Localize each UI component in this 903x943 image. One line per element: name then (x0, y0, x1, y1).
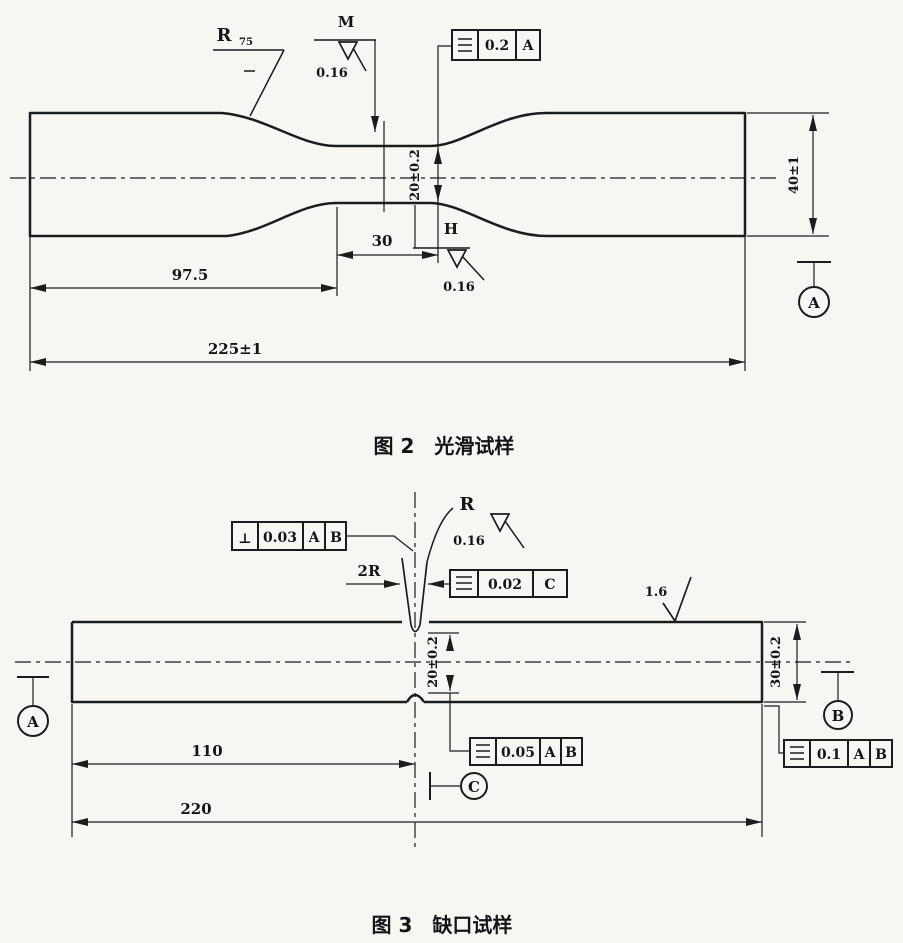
datum-circle (17, 705, 49, 737)
datum-letter: A (26, 713, 39, 731)
surface-finish-triangle-icon (489, 513, 511, 533)
triple-bar-symbol-icon (458, 38, 472, 52)
surface-finish-tail (352, 47, 367, 72)
fcf-datum-2: B (330, 530, 342, 546)
end-diameter-dim: 30±0.2 (769, 636, 784, 688)
gauge-length-dim: 30 (372, 232, 393, 250)
radius-subscript: 75 (239, 37, 253, 48)
figure3-caption: 图 3 缺口试样 (372, 913, 513, 937)
surface-finish-triangle-icon (446, 249, 468, 269)
fcf-frame (783, 739, 893, 768)
fcf-datum-2: B (875, 747, 887, 763)
total-length-dim: 225±1 (208, 340, 262, 358)
figure3-notched-specimen: R 0.16 ⊥ 0.03 A B 2R 0.02 C (15, 492, 893, 937)
fcf-runout-c: 0.02 C (449, 569, 568, 598)
fcf-frame (451, 29, 541, 61)
end-diameter-dim: 40±1 (787, 156, 802, 194)
notch-diameter-dim: 20±0.2 (426, 636, 441, 688)
fcf-datum-2: B (565, 745, 577, 761)
fcf-value: 0.05 (501, 745, 535, 761)
fcf-datum-1: A (544, 745, 557, 761)
specimen3-outline (70, 620, 764, 704)
surface-finish-triangle-icon (337, 41, 359, 61)
surface-roughness-value: 1.6 (645, 585, 668, 600)
grip-length-dim: 97.5 (172, 266, 209, 284)
m-mark-label: M (338, 13, 355, 31)
fcf-perpendicularity: ⊥ 0.03 A B (231, 521, 414, 552)
notch-width-label: 2R (358, 562, 381, 580)
fcf-datum: A (522, 38, 535, 54)
fcf-value: 0.03 (263, 530, 297, 546)
fcf-frame (449, 569, 568, 598)
gauge-diameter-dim: 20±0.2 (408, 149, 423, 201)
fcf-value: 0.1 (817, 747, 841, 763)
h-roughness-value: 0.16 (443, 280, 475, 295)
datum-circle (460, 772, 488, 800)
surface-finish-tail (461, 255, 485, 281)
radius-leader (249, 49, 285, 117)
notch-dia-leader (449, 693, 470, 752)
fcf-leader (346, 535, 414, 552)
datum-target-a-fig2: A (797, 261, 831, 318)
triple-bar-symbol-icon (790, 746, 804, 760)
surface-finish-check-icon (662, 576, 692, 623)
notch-profile (401, 557, 428, 633)
fcf-value: 0.2 (485, 38, 509, 54)
triple-bar-symbol-icon (476, 744, 490, 758)
h-mark-label: H (444, 220, 458, 238)
datum-circle (823, 700, 853, 730)
datum-letter: C (468, 778, 480, 796)
datum-letter: A (807, 294, 820, 312)
radius-label: R (217, 25, 233, 46)
triple-bar-symbol-icon (456, 576, 472, 590)
datum-circle (798, 286, 830, 318)
surface-finish-tail (504, 520, 525, 549)
total-length-dim: 220 (180, 800, 211, 818)
specimen2-outline (28, 111, 747, 238)
datum-target-c: C (429, 772, 488, 800)
figure2-caption: 图 2 光滑试样 (374, 434, 515, 458)
fcf-datum-1: A (853, 747, 866, 763)
fcf-datum: C (544, 577, 555, 593)
fcf-frame (469, 737, 583, 766)
m-roughness-value: 0.16 (316, 66, 348, 81)
half-length-dim: 110 (191, 742, 222, 760)
notch-roughness-value: 0.16 (453, 534, 485, 549)
fcf-runout-end: 0.1 A B (764, 705, 893, 768)
datum-letter: B (832, 707, 845, 725)
fcf-leader (764, 705, 784, 754)
datum-target-a-fig3: A (17, 676, 49, 737)
notch-radius-label: R (460, 494, 476, 515)
notch-radius-leader (426, 507, 454, 563)
fcf-datum-1: A (308, 530, 321, 546)
fcf-value: 0.02 (488, 577, 522, 593)
perpendicularity-symbol-icon: ⊥ (238, 531, 251, 547)
figure2-smooth-specimen: R 75 M 0.16 0.2 A 20±0.2 30 H (10, 13, 831, 458)
datum-target-b: B (821, 671, 854, 730)
fcf-runout-notch: 0.05 A B (469, 737, 583, 766)
